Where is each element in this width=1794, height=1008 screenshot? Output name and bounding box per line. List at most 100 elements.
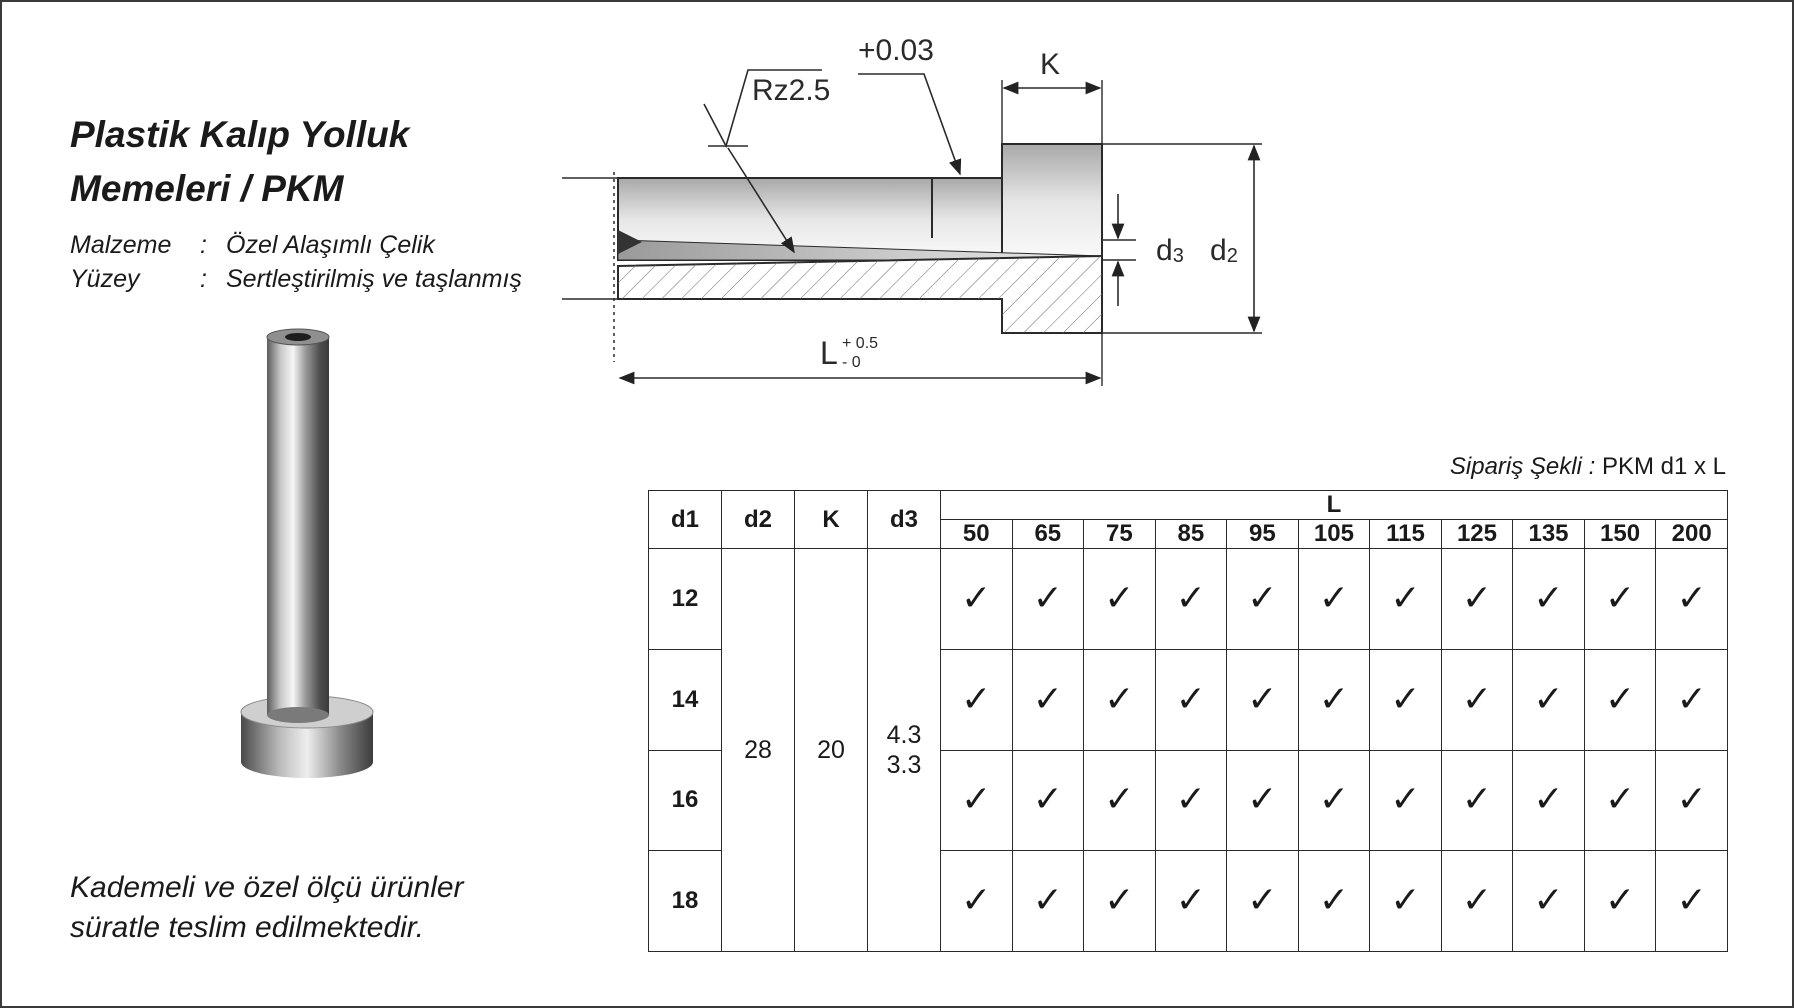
availability-cell: ✓ (1369, 749, 1442, 852)
cell-d1: 12 (648, 548, 722, 650)
availability-cell: ✓ (1655, 850, 1728, 952)
availability-cell: ✓ (1583, 749, 1657, 852)
title-line-1: Plastik Kalıp Yolluk (70, 114, 410, 155)
availability-cell: ✓ (1083, 850, 1156, 952)
availability-cell: ✓ (1083, 548, 1156, 650)
availability-cell: ✓ (1655, 548, 1728, 650)
header-l-125: 125 (1440, 519, 1514, 549)
check-icon: ✓ (1461, 880, 1493, 922)
spec-colon: : (200, 231, 207, 259)
d2-subscript: 2 (1227, 245, 1238, 267)
product-photo (240, 328, 374, 778)
check-icon: ✓ (1676, 779, 1707, 821)
check-icon: ✓ (1533, 577, 1564, 619)
availability-cell: ✓ (1083, 648, 1156, 751)
check-icon: ✓ (1032, 577, 1063, 619)
check-icon: ✓ (1390, 880, 1421, 922)
availability-cell: ✓ (1226, 648, 1299, 751)
check-icon: ✓ (1032, 678, 1063, 720)
availability-cell: ✓ (1583, 850, 1657, 952)
check-icon: ✓ (1104, 577, 1135, 619)
availability-cell: ✓ (1369, 548, 1442, 650)
check-icon: ✓ (1104, 880, 1135, 922)
l-label: L (820, 335, 838, 371)
tolerance-label: +0.03 (858, 34, 934, 67)
check-icon: ✓ (1604, 577, 1636, 619)
part-lower-section (617, 254, 1103, 334)
note-line-2: süratle teslim edilmektedir. (70, 911, 425, 944)
availability-cell: ✓ (1655, 648, 1728, 751)
availability-cell: ✓ (1154, 749, 1228, 852)
d3-label: d3 (1156, 234, 1184, 267)
header-l-105: 105 (1297, 519, 1371, 549)
availability-cell: ✓ (1154, 648, 1228, 751)
availability-cell: ✓ (1226, 548, 1299, 650)
shaft (267, 337, 329, 715)
l-tolerance-minus: - 0 (842, 354, 861, 371)
check-icon: ✓ (1461, 577, 1493, 619)
spec-value-material: Özel Alaşımlı Çelik (226, 231, 435, 259)
check-icon: ✓ (1390, 779, 1421, 821)
spec-colon: : (200, 265, 207, 293)
availability-cell: ✓ (1583, 648, 1657, 751)
availability-cell: ✓ (1297, 648, 1371, 751)
check-icon: ✓ (1604, 779, 1636, 821)
spec-row-material: Malzeme : Özel Alaşımlı Çelik (70, 228, 522, 262)
header-d2: d2 (721, 490, 795, 549)
k-label: K (1040, 48, 1060, 81)
availability-cell: ✓ (1369, 850, 1442, 952)
check-icon: ✓ (1676, 880, 1707, 922)
header-l-200: 200 (1655, 519, 1728, 549)
availability-cell: ✓ (1440, 749, 1514, 852)
delivery-note: Kademeli ve özel ölçü ürünler süratle te… (70, 868, 464, 948)
check-icon: ✓ (1032, 880, 1063, 922)
header-l-115: 115 (1369, 519, 1442, 549)
table-row: 14✓✓✓✓✓✓✓✓✓✓✓ (648, 648, 1728, 751)
table-row: 18✓✓✓✓✓✓✓✓✓✓✓ (648, 850, 1728, 952)
availability-cell: ✓ (1011, 850, 1085, 952)
availability-cell: ✓ (1154, 548, 1228, 650)
d3-subscript: 3 (1173, 245, 1184, 267)
roughness-label: Rz2.5 (752, 74, 830, 107)
availability-cell: ✓ (1512, 749, 1585, 852)
availability-cell: ✓ (1226, 850, 1299, 952)
header-l: L (940, 490, 1728, 520)
d3-value: 4.3 (886, 721, 922, 749)
d3-value: 3.3 (886, 751, 922, 779)
check-icon: ✓ (961, 779, 992, 821)
entry-chamfer (618, 230, 642, 254)
check-icon: ✓ (1461, 779, 1493, 821)
availability-cell: ✓ (1512, 548, 1585, 650)
spec-label-material: Malzeme (70, 231, 172, 259)
check-icon: ✓ (1247, 577, 1278, 619)
check-icon: ✓ (1318, 678, 1349, 720)
order-format-label: Sipariş Şekli : (1449, 453, 1596, 480)
availability-cell: ✓ (1512, 850, 1585, 952)
roughness-leader (727, 147, 795, 254)
section-hatch (618, 256, 1102, 333)
order-format: Sipariş Şekli : PKM d1 x L (1450, 453, 1726, 481)
check-icon: ✓ (1318, 779, 1349, 821)
order-format-value: PKM d1 x L (1601, 453, 1726, 480)
cell-d1: 16 (648, 749, 722, 852)
header-l-135: 135 (1512, 519, 1585, 549)
check-icon: ✓ (961, 577, 992, 619)
d2-letter: d (1210, 234, 1227, 267)
header-l-150: 150 (1583, 519, 1657, 549)
availability-cell: ✓ (1083, 749, 1156, 852)
header-l-95: 95 (1226, 519, 1299, 549)
availability-cell: ✓ (1297, 548, 1371, 650)
check-icon: ✓ (1318, 880, 1349, 922)
check-icon: ✓ (1604, 880, 1636, 922)
l-tolerance-plus: + 0.5 (842, 335, 878, 352)
spec-label-surface: Yüzey (70, 265, 140, 293)
header-l-65: 65 (1011, 519, 1085, 549)
availability-cell: ✓ (1440, 548, 1514, 650)
header-d3: d3 (867, 490, 941, 549)
check-icon: ✓ (1247, 880, 1278, 922)
